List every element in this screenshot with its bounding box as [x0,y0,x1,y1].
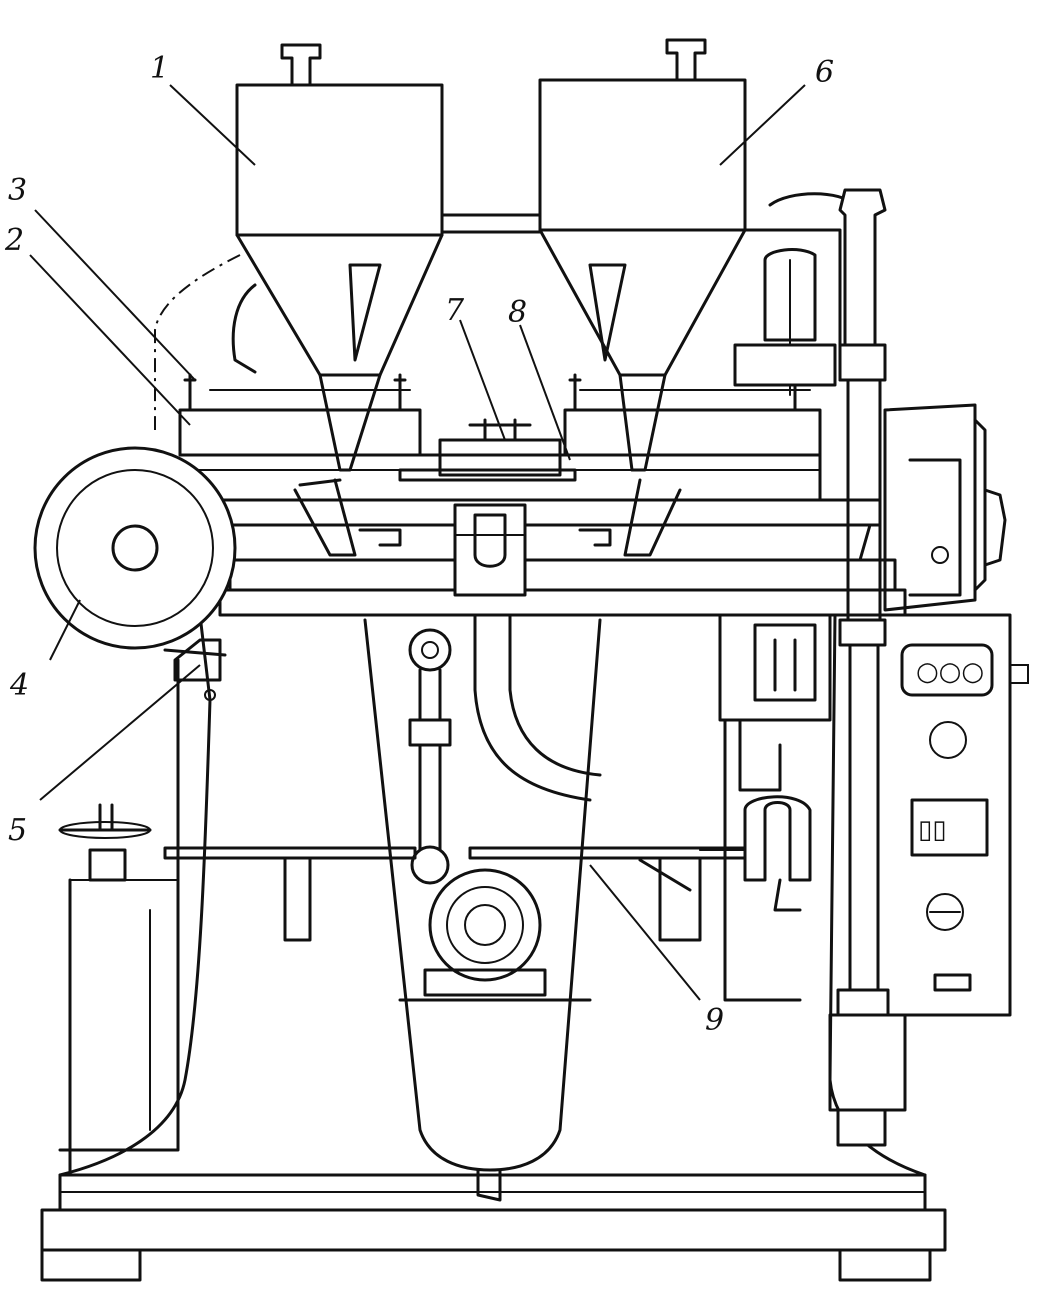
mode-switch: ▯▯ [918,815,947,845]
turret-table [178,389,907,617]
handwheel [33,446,237,657]
central-bowl [363,618,602,1202]
label-2: 2 [4,223,24,258]
discharge-tube [473,593,602,802]
label-leaders [29,84,806,1001]
base-motor [423,868,547,997]
left-linkage [163,628,747,942]
label-1: 1 [150,51,169,86]
label-3: 3 [8,173,27,208]
control-box: ○○○ ▯▯ [883,613,1029,1017]
side-motor [883,403,1007,612]
label-8: 8 [508,295,527,330]
label-9: 9 [705,1003,724,1038]
label-7: 7 [445,293,465,328]
part-labels: 1 3 2 4 5 6 7 8 9 [4,51,834,1038]
label-5: 5 [8,813,27,848]
right-column [828,188,907,1147]
base-plate [40,1173,947,1282]
indicator-lights: ○○○ [916,657,984,687]
hopper-left [183,43,444,472]
label-4: 4 [9,668,29,703]
label-6: 6 [815,55,834,90]
hopper-right [538,38,802,472]
left-column [58,803,152,882]
bracket-5 [173,638,222,701]
right-linkage [699,613,832,1002]
top-frame [154,192,857,430]
